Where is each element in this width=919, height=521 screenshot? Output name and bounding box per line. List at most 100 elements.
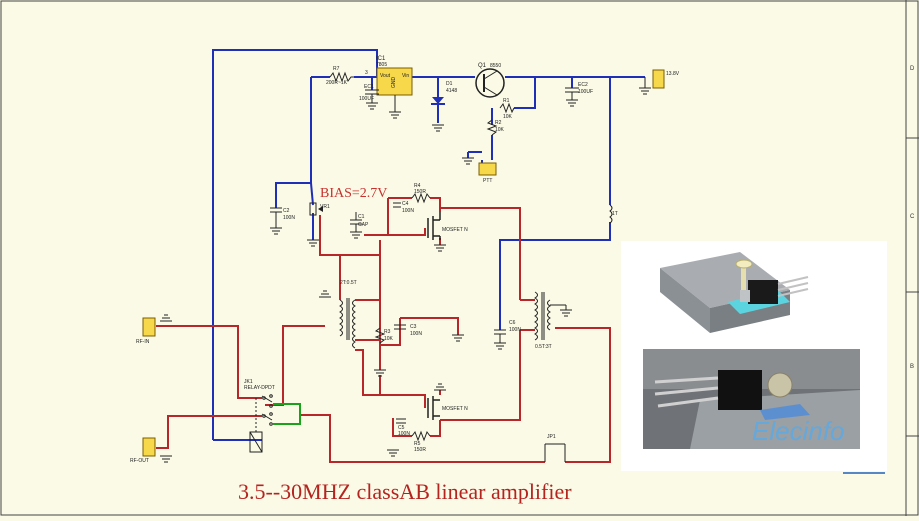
t2-transformer <box>534 291 551 341</box>
r1-resistor <box>499 102 515 114</box>
rf-in-connector <box>142 317 156 337</box>
mosfet1-transistor <box>427 212 441 240</box>
r3-resistor <box>374 327 386 344</box>
heatsink-block-side <box>660 268 710 333</box>
ec1-value: 100UF <box>359 96 374 102</box>
r2-ref: R2 <box>495 120 502 126</box>
q1-ref: Q1 <box>478 63 487 69</box>
vr1-wiper-icon <box>318 206 323 212</box>
wire-relay-to-t1 <box>265 325 325 406</box>
c1-ref: C1 <box>358 214 365 220</box>
screw-head-icon <box>735 259 753 269</box>
ec2-ref: EC2 <box>578 82 588 88</box>
ic1-vout-label: Vout <box>380 73 391 79</box>
t2-ratio: 0.5T:3T <box>535 344 552 350</box>
wire-rf-out <box>156 415 262 449</box>
c3-ref: C3 <box>410 324 417 330</box>
wire-c3-gnd <box>400 317 459 335</box>
photo-lead <box>657 396 719 408</box>
c5-capacitor <box>396 418 406 424</box>
mosfet2-label: MOSFET N <box>442 406 468 412</box>
r2-value: 10K <box>495 127 505 133</box>
ic1-gnd-label: GND <box>391 77 397 89</box>
relay-part: RELAY-DPDT <box>244 385 275 391</box>
vr1-ref: VR1 <box>320 204 330 210</box>
q1-collector <box>483 70 498 80</box>
d1-diode <box>432 97 444 104</box>
ground-icon <box>387 449 399 457</box>
ptt-connector <box>478 162 497 176</box>
ec1-capacitor <box>365 89 379 103</box>
vin-label: 13.8V <box>666 71 680 77</box>
c4-ref: C4 <box>402 201 409 207</box>
wire-r4-right <box>430 197 441 212</box>
blue-wires <box>212 49 645 441</box>
photo-insulator <box>760 404 810 420</box>
ec2-capacitor <box>565 87 579 100</box>
transistor-body <box>748 280 778 304</box>
photo-lead <box>654 376 719 384</box>
photo-watermark: Elecinfo <box>752 416 845 446</box>
c1-value: CAP <box>358 222 369 228</box>
ground-icon <box>160 314 172 322</box>
r5-resistor <box>411 430 431 442</box>
c6-value: 100N <box>509 327 521 333</box>
ground-icon <box>374 369 386 377</box>
ground-icon <box>350 231 362 239</box>
q1-emitter <box>483 86 498 96</box>
wire-gate1 <box>364 228 426 236</box>
transistor-lead <box>777 276 809 285</box>
d1-ref: D1 <box>446 81 453 87</box>
transistor-lead <box>777 282 809 291</box>
photo-lead <box>654 386 719 396</box>
mosfet2-transistor <box>427 396 440 420</box>
r2-resistor <box>486 119 498 136</box>
wire-m2-drain <box>440 330 521 421</box>
transistor-lead <box>777 288 809 297</box>
relay-ref: JK1 <box>244 379 253 385</box>
ground-icon <box>434 383 446 391</box>
wire-vr1-top <box>310 182 314 206</box>
r7-ref: R7 <box>333 66 340 72</box>
wire-relay-to-regulator <box>212 49 378 440</box>
transistor-tab <box>740 290 750 302</box>
relay-green-loop <box>273 403 301 425</box>
wire-m1-drain <box>440 207 521 300</box>
wire-bias-to-t1 <box>319 215 341 300</box>
ground-icon <box>389 111 401 119</box>
wire-c5-r5 <box>392 418 412 437</box>
c3-value: 100N <box>410 331 422 337</box>
r3-ref: R3 <box>384 329 391 335</box>
photo-transistor <box>718 370 762 410</box>
ground-icon <box>452 334 464 342</box>
choke-label: 1T <box>612 211 618 217</box>
ic1-vin-label: Vin <box>402 73 409 79</box>
rf-out-connector <box>142 437 156 457</box>
c3-capacitor <box>394 324 406 330</box>
wire-r1 <box>514 77 536 109</box>
r4-resistor <box>411 192 431 204</box>
c5-ref: C5 <box>398 425 405 431</box>
ground-icon <box>462 157 474 165</box>
q1-part: 8550 <box>490 63 501 69</box>
c2-capacitor <box>270 207 282 228</box>
photo-inset: Elecinfo <box>621 241 887 474</box>
zone-label-b: B <box>910 364 914 370</box>
ground-icon <box>307 239 319 247</box>
q1-transistor <box>475 68 505 98</box>
c2-value: 100N <box>283 215 295 221</box>
diagram-title: 3.5--30MHZ classAB linear amplifier <box>238 479 572 504</box>
ic1-pin3: 3 <box>365 70 368 76</box>
rf-out-label: RF-OUT <box>130 458 149 464</box>
ground-symbols <box>160 87 651 463</box>
d1-value: 4148 <box>446 88 457 94</box>
jp1-label: JP1 <box>547 434 556 440</box>
ec2-value: 100UF <box>578 89 593 95</box>
choke-inductor <box>609 204 613 224</box>
ground-icon <box>560 309 572 317</box>
ground-icon <box>566 99 578 107</box>
power-connector <box>652 69 665 89</box>
photo-screw-icon <box>767 372 793 398</box>
